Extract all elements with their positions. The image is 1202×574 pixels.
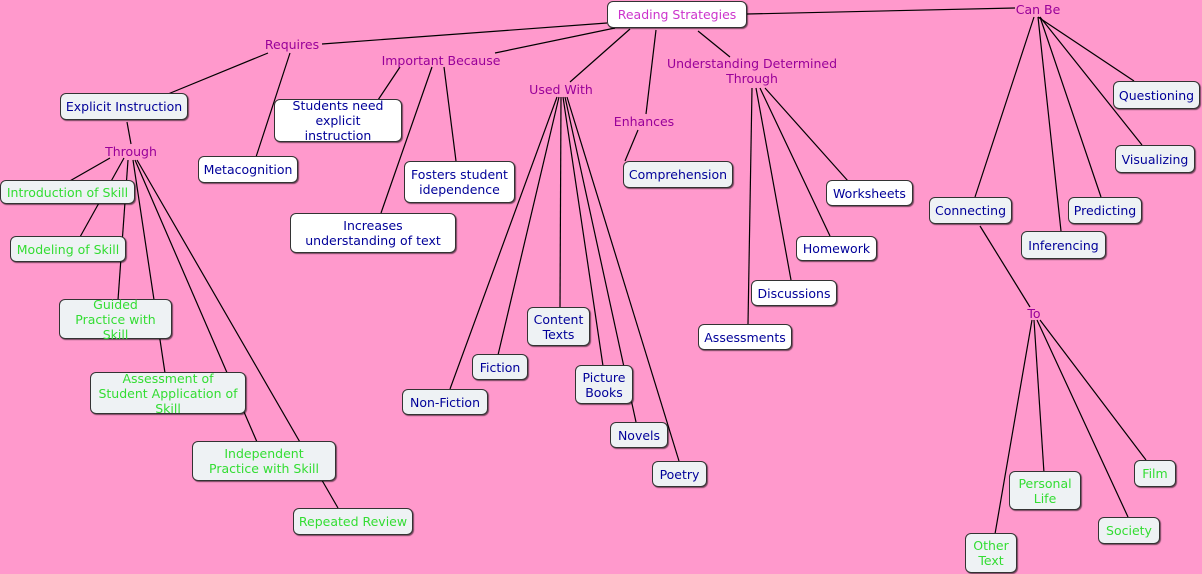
assessment-of-student-node[interactable]: Assessment of Student Application of Ski… bbox=[90, 371, 246, 416]
other-text-node[interactable]: Other Text bbox=[965, 533, 1017, 573]
picture-books-node[interactable]: Picture Books bbox=[575, 365, 633, 404]
comprehension-node[interactable]: Comprehension bbox=[623, 161, 733, 188]
novels-node[interactable]: Novels bbox=[610, 422, 668, 448]
can-be-link-label: Can Be bbox=[1015, 1, 1061, 17]
film-node[interactable]: Film bbox=[1134, 460, 1176, 487]
metacognition-node[interactable]: Metacognition bbox=[198, 156, 298, 183]
independent-practice-node[interactable]: Independent Practice with Skill bbox=[192, 441, 336, 481]
discussions-node[interactable]: Discussions bbox=[751, 280, 837, 306]
understanding-determined-link-label: Understanding Determined Through bbox=[666, 56, 838, 86]
content-texts-node[interactable]: Content Texts bbox=[527, 307, 590, 346]
inferencing-node[interactable]: Inferencing bbox=[1021, 231, 1106, 259]
important-because-link-label: Important Because bbox=[381, 52, 501, 68]
predicting-node[interactable]: Predicting bbox=[1068, 197, 1142, 224]
assessments-node[interactable]: Assessments bbox=[698, 324, 792, 350]
questioning-node[interactable]: Questioning bbox=[1113, 81, 1200, 109]
visualizing-node[interactable]: Visualizing bbox=[1115, 145, 1195, 173]
poetry-node[interactable]: Poetry bbox=[652, 461, 707, 487]
society-node[interactable]: Society bbox=[1098, 517, 1160, 544]
through-link-label: Through bbox=[105, 143, 157, 159]
modeling-of-skill-node[interactable]: Modeling of Skill bbox=[10, 236, 126, 262]
reading-strategies-node[interactable]: Reading Strategies bbox=[607, 1, 747, 28]
enhances-link-label: Enhances bbox=[613, 113, 675, 129]
non-fiction-node[interactable]: Non-Fiction bbox=[402, 389, 488, 415]
repeated-review-node[interactable]: Repeated Review bbox=[293, 508, 413, 535]
students-need-instruction-node[interactable]: Students need explicit instruction bbox=[274, 98, 402, 143]
requires-link-label: Requires bbox=[264, 36, 320, 52]
increases-understanding-node[interactable]: Increases understanding of text bbox=[290, 213, 456, 253]
introduction-of-skill-node[interactable]: Introduction of Skill bbox=[0, 180, 135, 204]
used-with-link-label: Used With bbox=[529, 81, 593, 97]
worksheets-node[interactable]: Worksheets bbox=[826, 180, 913, 206]
explicit-instruction-node[interactable]: Explicit Instruction bbox=[60, 93, 188, 120]
connecting-node[interactable]: Connecting bbox=[929, 197, 1012, 224]
fiction-node[interactable]: Fiction bbox=[472, 354, 528, 380]
fosters-independence-node[interactable]: Fosters student idependence bbox=[404, 161, 515, 203]
personal-life-node[interactable]: Personal Life bbox=[1009, 471, 1081, 510]
guided-practice-node[interactable]: Guided Practice with Skill bbox=[59, 297, 172, 342]
homework-node[interactable]: Homework bbox=[796, 236, 877, 261]
to-link-label: To bbox=[1027, 305, 1041, 321]
